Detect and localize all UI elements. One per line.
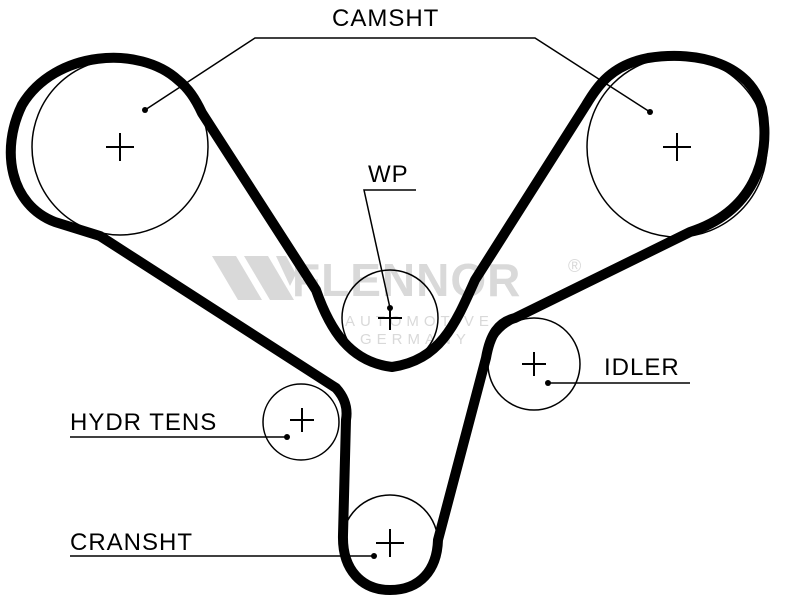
hydraulic-tensioner-pulley xyxy=(262,383,340,461)
idler-leader-dot xyxy=(545,380,551,386)
crankshaft-label: CRANSHT xyxy=(70,529,193,556)
hydraulic-tensioner-center-cross xyxy=(290,408,314,432)
camshaft-right-center-cross xyxy=(663,133,691,161)
idler-center-cross xyxy=(522,352,546,376)
watermark-logo-mark-3 xyxy=(276,256,296,286)
watermark-registered: ® xyxy=(568,256,581,276)
watermark-logo-mark xyxy=(212,256,262,300)
crankshaft-leader-dot xyxy=(371,553,377,559)
timing-belt xyxy=(5,50,770,595)
hydraulic-tensioner-leader-dot xyxy=(284,434,290,440)
camshaft-label: CAMSHT xyxy=(332,5,439,32)
hydraulic-tensioner-label: HYDR TENS xyxy=(70,409,217,436)
watermark-line1: AUTOMOTIVE xyxy=(345,313,494,330)
camshaft-leader-line xyxy=(144,37,651,113)
water-pump-label: WP xyxy=(368,161,409,188)
camshaft-left-leader-dot xyxy=(142,107,148,113)
camshaft-right-leader-dot xyxy=(647,109,653,115)
watermark-logo-mark-2 xyxy=(244,256,294,300)
camshaft-left-center-cross xyxy=(106,133,134,161)
idler-label: IDLER xyxy=(604,354,680,381)
watermark: FLENNOR ® AUTOMOTIVE GERMANY xyxy=(212,254,581,348)
water-pump-leader-dot xyxy=(387,305,393,311)
water-pump-leader-line xyxy=(363,189,416,309)
watermark-line2: GERMANY xyxy=(360,331,471,348)
crankshaft-center-cross xyxy=(376,529,404,557)
